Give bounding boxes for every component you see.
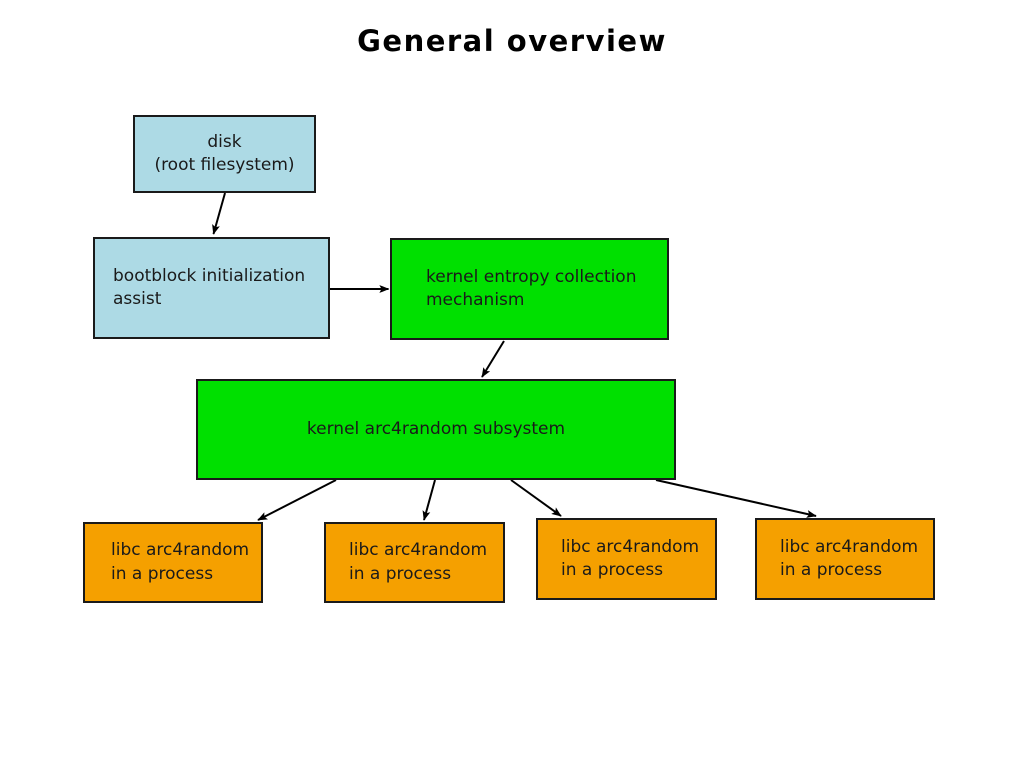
node-libc-process-3-label: libc arc4random in a process [561,536,700,580]
edge-subsystem-to-libc3 [510,479,562,517]
node-kernel-arc4random-subsystem-label: kernel arc4random subsystem [306,418,566,439]
node-libc-process-4-label: libc arc4random in a process [780,536,919,580]
node-libc-process-4[interactable]: libc arc4random in a process [755,518,935,600]
node-bootblock[interactable]: bootblock initialization assist [93,237,330,339]
node-libc-process-2[interactable]: libc arc4random in a process [324,522,505,603]
edge-entropy-to-subsystem [481,340,505,378]
node-bootblock-label: bootblock initialization assist [113,265,306,309]
node-kernel-arc4random-subsystem[interactable]: kernel arc4random subsystem [196,379,676,480]
node-kernel-entropy-collection[interactable]: kernel entropy collection mechanism [390,238,669,340]
edge-subsystem-to-libc1 [257,479,337,521]
node-libc-process-3[interactable]: libc arc4random in a process [536,518,717,600]
node-kernel-entropy-collection-label: kernel entropy collection mechanism [426,266,637,310]
node-libc-process-1-label: libc arc4random in a process [111,540,250,584]
edge-subsystem-to-libc2 [422,479,436,521]
page-title: General overview [357,24,667,58]
edge-disk-to-bootblock [212,192,226,235]
edge-subsystem-to-libc4 [655,479,817,518]
node-disk[interactable]: disk (root filesystem) [133,115,316,193]
node-libc-process-1[interactable]: libc arc4random in a process [83,522,263,603]
node-libc-process-2-label: libc arc4random in a process [349,540,488,584]
node-disk-label: disk (root filesystem) [154,131,295,175]
